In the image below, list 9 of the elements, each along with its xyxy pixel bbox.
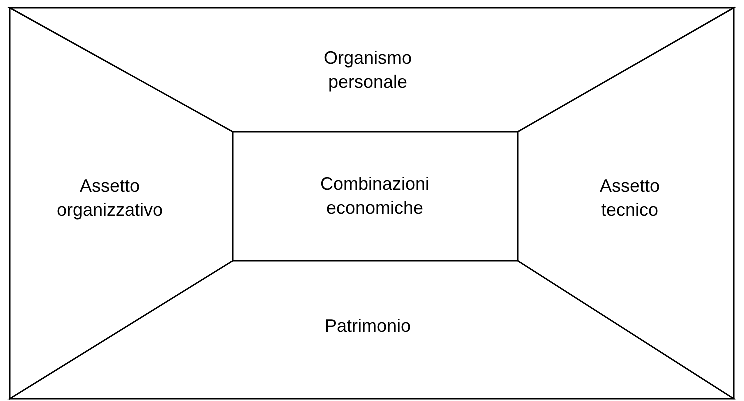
region-label: Patrimonio bbox=[324, 315, 412, 338]
trapezoid-region bbox=[518, 8, 734, 399]
trapezoid-region bbox=[10, 8, 233, 399]
center-box bbox=[233, 132, 518, 261]
trapezoid-region bbox=[10, 261, 734, 399]
region-label: Assetto organizzativo bbox=[56, 175, 164, 222]
region-label: Combinazioni economiche bbox=[319, 173, 431, 220]
region-label: Assetto tecnico bbox=[598, 175, 662, 222]
region-label: Organismo personale bbox=[322, 47, 414, 94]
